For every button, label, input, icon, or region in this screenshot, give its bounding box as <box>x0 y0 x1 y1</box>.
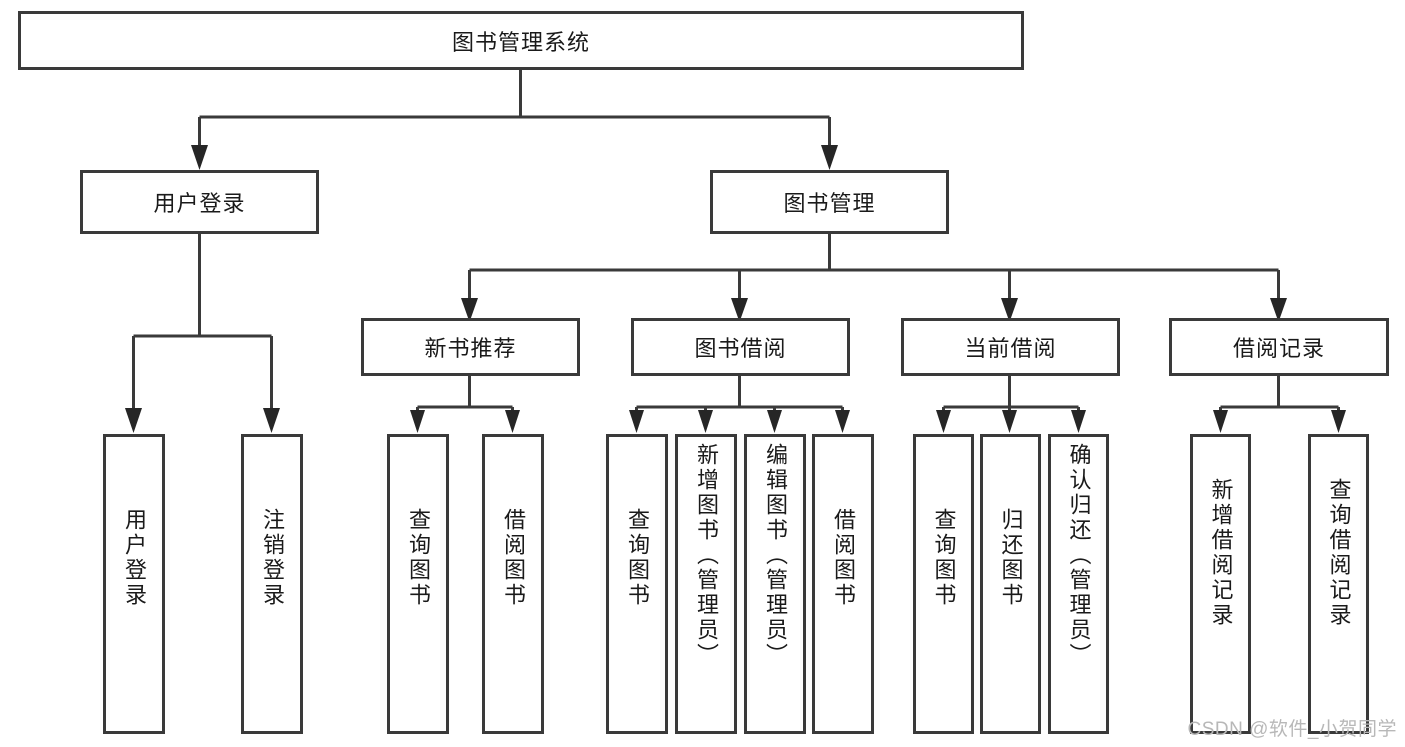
arrow-to-borrow-leaf-4 <box>835 410 850 433</box>
leaf-box-new-book-2[interactable] <box>482 434 544 734</box>
node-book-management[interactable] <box>710 170 949 234</box>
arrow-to-current-leaf-1 <box>936 410 951 433</box>
leaf-box-current-borrow-2[interactable] <box>980 434 1041 734</box>
arrow-to-borrow-leaf-1 <box>629 410 644 433</box>
node-borrow-record[interactable] <box>1169 318 1389 376</box>
leaf-box-current-borrow-3[interactable] <box>1048 434 1109 734</box>
leaf-box-book-borrow-1[interactable] <box>606 434 668 734</box>
node-new-book-recommend[interactable] <box>361 318 580 376</box>
arrow-to-newbook-leaf-1 <box>410 410 425 433</box>
arrow-to-record-leaf-1 <box>1213 410 1228 433</box>
arrow-to-current-leaf-2 <box>1002 410 1017 433</box>
arrow-to-borrow-leaf-2 <box>698 410 713 433</box>
node-book-borrow[interactable] <box>631 318 850 376</box>
boxes-group <box>18 11 1389 734</box>
arrow-to-current-leaf-3 <box>1071 410 1086 433</box>
arrow-to-record <box>1270 298 1287 322</box>
arrowheads-group <box>125 145 1346 433</box>
leaf-box-borrow-record-2[interactable] <box>1308 434 1369 734</box>
leaf-box-book-borrow-4[interactable] <box>812 434 874 734</box>
arrow-to-borrow-leaf-3 <box>767 410 782 433</box>
leaf-box-user-login-2[interactable] <box>241 434 303 734</box>
arrow-to-borrow <box>731 298 748 322</box>
arrow-to-user-login <box>191 145 208 170</box>
leaf-box-borrow-record-1[interactable] <box>1190 434 1251 734</box>
arrow-to-new-book <box>461 298 478 322</box>
leaf-box-current-borrow-1[interactable] <box>913 434 974 734</box>
arrow-to-login-leaf-1 <box>125 408 142 433</box>
arrow-to-login-leaf-2 <box>263 408 280 433</box>
leaf-box-book-borrow-2[interactable] <box>675 434 737 734</box>
leaf-box-new-book-1[interactable] <box>387 434 449 734</box>
connectors-group <box>132 68 1340 410</box>
node-user-login[interactable] <box>80 170 319 234</box>
leaf-box-user-login-1[interactable] <box>103 434 165 734</box>
node-root-book-management-system[interactable] <box>18 11 1024 70</box>
arrow-to-current <box>1001 298 1018 322</box>
arrow-to-record-leaf-2 <box>1331 410 1346 433</box>
arrow-to-book-mgmt <box>821 145 838 170</box>
leaf-box-book-borrow-3[interactable] <box>744 434 806 734</box>
node-current-borrow[interactable] <box>901 318 1120 376</box>
arrow-to-newbook-leaf-2 <box>505 410 520 433</box>
